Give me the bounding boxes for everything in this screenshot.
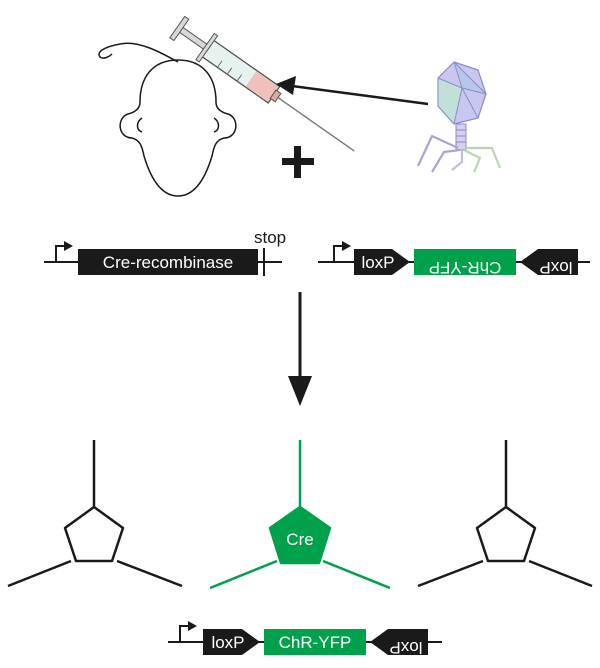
loxp-site-left: [354, 249, 410, 275]
loxp-right-label: loxP: [389, 638, 422, 657]
neuron-center: Cre: [209, 440, 391, 590]
neuron-left: [7, 440, 183, 588]
cre-expressing-soma: [268, 505, 332, 565]
cre-construct: Cre-recombinase stop: [44, 228, 286, 276]
chr-yfp-gene-box: [264, 629, 366, 655]
loxp-right-label: loxP: [539, 258, 572, 277]
chr-yfp-gene-box: [414, 249, 516, 275]
promoter-arrow-icon: [333, 241, 351, 262]
loxp-site-right: [370, 629, 428, 655]
chr-yfp-label-inverted: ChR-YFP: [429, 258, 502, 277]
mouse-icon: [98, 42, 237, 197]
down-arrow: [288, 292, 312, 406]
loxp-site-right: [520, 249, 578, 275]
stop-label: stop: [254, 228, 286, 247]
loxp-site-left: [203, 629, 260, 655]
neuron-right: [417, 440, 593, 588]
chr-yfp-label: ChR-YFP: [279, 633, 352, 652]
loxp-left-label: loxP: [361, 253, 394, 272]
promoter-arrow-icon: [179, 621, 197, 642]
cre-gene-box: [78, 249, 258, 275]
cre-gene-label: Cre-recombinase: [103, 253, 233, 272]
recombined-construct: loxP ChR-YFP loxP: [168, 621, 442, 657]
plus-sign: [282, 146, 314, 178]
cre-label: Cre: [286, 530, 313, 549]
syringe-icon: [169, 15, 355, 152]
virus-icon: [417, 61, 502, 173]
flex-construct: loxP ChR-YFP loxP: [318, 241, 590, 277]
promoter-arrow-icon: [55, 241, 73, 262]
injection-arrow: [276, 76, 429, 106]
loxp-left-label: loxP: [211, 633, 244, 652]
